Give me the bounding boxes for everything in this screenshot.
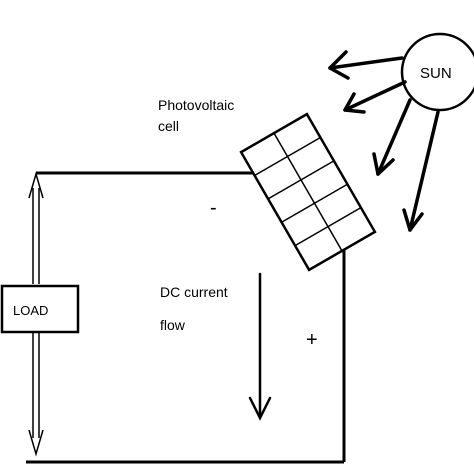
sun-circle — [400, 32, 474, 112]
load-box: LOAD — [0, 284, 80, 334]
ray-arrow-3 — [372, 98, 412, 176]
sun: SUN — [400, 32, 474, 112]
ray-arrow-1 — [328, 50, 404, 80]
pv-cell-label: Photovoltaic cell — [158, 97, 234, 134]
dc-label-line2: flow — [160, 317, 186, 333]
upper-lead-arrow — [28, 171, 44, 284]
sun-label: SUN — [420, 65, 452, 82]
minus-sign: - — [210, 197, 217, 219]
pv-panel — [239, 112, 377, 272]
load-rect — [0, 284, 80, 334]
dc-current-arrow — [248, 272, 272, 421]
pv-label-line1: Photovoltaic — [158, 97, 234, 113]
plus-sign: + — [306, 329, 318, 351]
lower-lead-arrow — [28, 332, 44, 457]
circuit-wires — [26, 171, 346, 464]
pv-panel-grid — [254, 132, 362, 252]
ray-arrow-4 — [402, 110, 440, 232]
pv-label-line2: cell — [158, 118, 179, 134]
sun-rays — [328, 50, 440, 232]
load-label: LOAD — [13, 303, 48, 318]
load-leads — [28, 171, 44, 457]
ray-arrow-2 — [343, 80, 407, 114]
dc-label-line1: DC current — [160, 284, 228, 300]
dc-current-label: DC current flow — [160, 284, 228, 333]
